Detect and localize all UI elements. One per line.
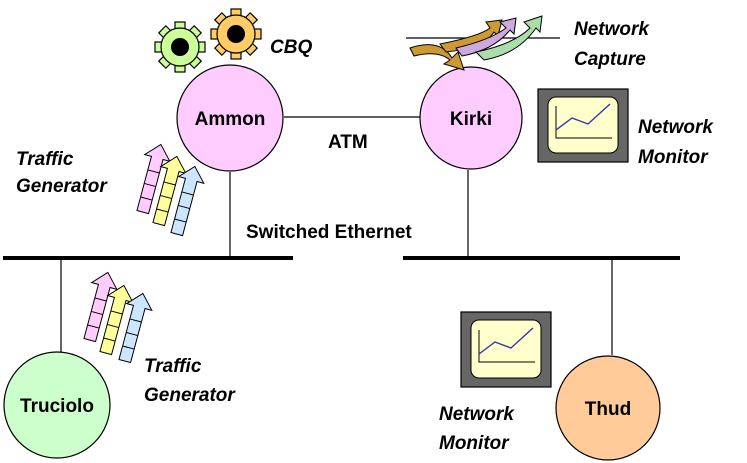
monitor-icon-bottom [460, 311, 552, 388]
network-monitor-top-label: Network Monitor [638, 117, 718, 168]
gear-icon-orange [210, 8, 262, 60]
traffic-generator-bottom-label: Traffic Generator [144, 356, 236, 406]
network-monitor-bottom-label: Network Monitor [439, 404, 519, 454]
gear-icon-green [154, 21, 206, 73]
network-capture-icon [406, 15, 560, 71]
truciolo-label: Truciolo [20, 396, 94, 417]
truciolo-node[interactable] [3, 351, 111, 459]
network-capture-label: Network Capture [574, 19, 654, 70]
ammon-label: Ammon [195, 109, 266, 130]
traffic-generator-icon-bottom [76, 268, 156, 365]
kirki-label: Kirki [450, 109, 492, 130]
thud-node[interactable] [555, 355, 661, 461]
thud-label: Thud [585, 399, 631, 420]
switched-ethernet-label: Switched Ethernet [246, 222, 412, 243]
atm-label: ATM [328, 132, 368, 153]
kirki-node[interactable] [419, 66, 523, 170]
traffic-generator-top-label: Traffic Generator [16, 149, 108, 197]
monitor-icon-top [537, 88, 629, 163]
cbq-label: CBQ [270, 37, 312, 58]
ammon-node[interactable] [176, 64, 284, 172]
